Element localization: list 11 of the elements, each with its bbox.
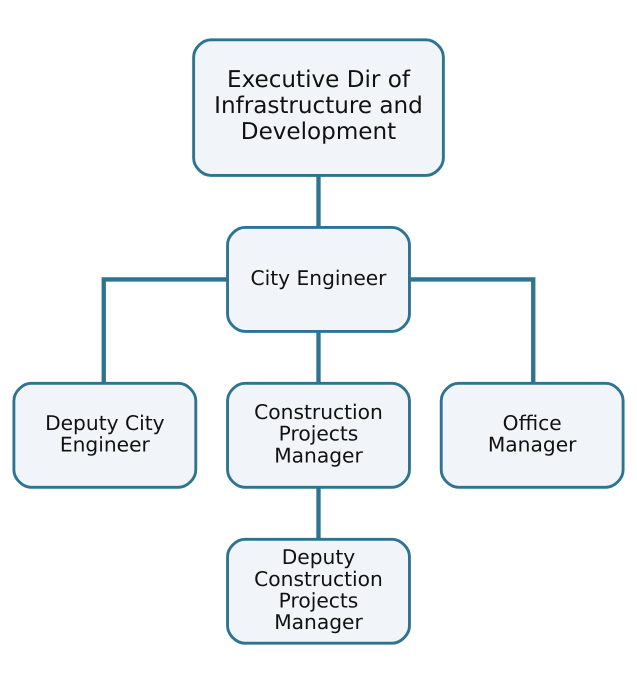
node-box: City Engineer [226, 226, 411, 332]
connector [316, 487, 321, 538]
node-box: Executive Dir of Infrastructure and Development [192, 38, 445, 176]
connector [102, 276, 228, 382]
node-box: Deputy Construction Projects Manager [226, 537, 411, 644]
node-box: Construction Projects Manager [226, 381, 411, 488]
node-box: Office Manager [440, 381, 625, 488]
connector [316, 331, 321, 382]
connector [410, 276, 536, 382]
connector [316, 175, 321, 227]
node-box: Deputy City Engineer [12, 381, 198, 488]
